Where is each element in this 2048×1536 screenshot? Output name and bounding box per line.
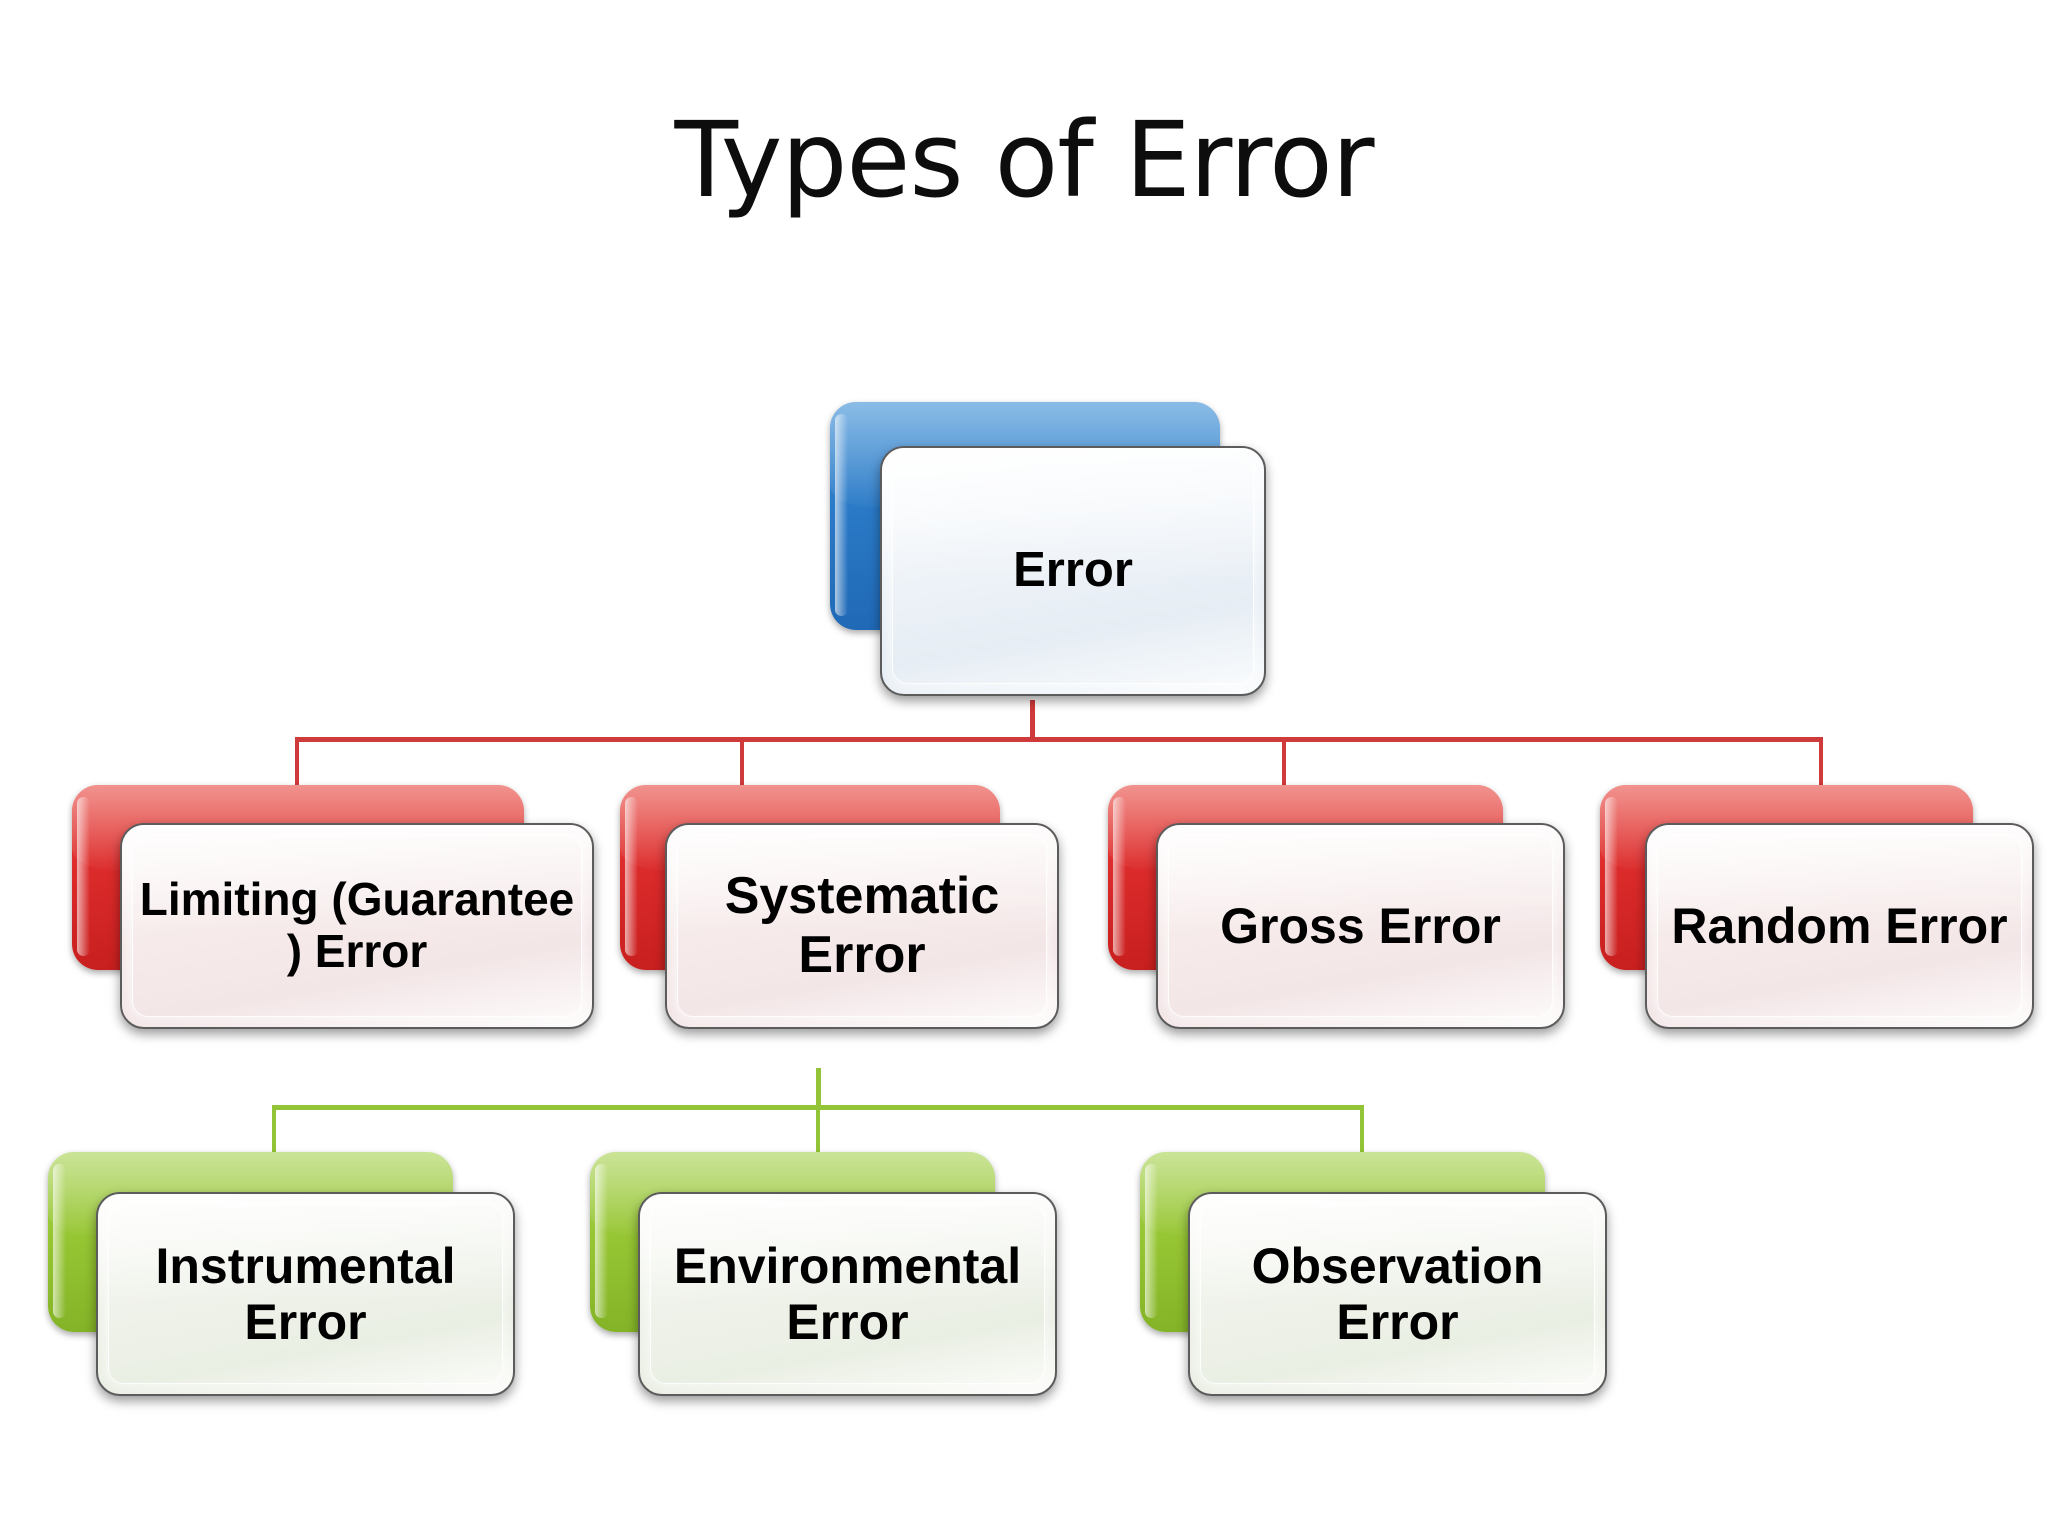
node-random-error[interactable]: Random Error — [1600, 785, 2040, 1035]
page-title: Types of Error — [674, 99, 1375, 221]
connector-drop-random — [1819, 737, 1823, 789]
connector-level2-bus — [295, 737, 1823, 742]
node-gross-error[interactable]: Gross Error — [1108, 785, 1568, 1035]
node-observation-error-card[interactable]: Observation Error — [1188, 1192, 1607, 1396]
node-observation-error[interactable]: Observation Error — [1140, 1152, 1620, 1402]
node-gross-error-card[interactable]: Gross Error — [1156, 823, 1565, 1029]
connector-drop-limiting — [295, 737, 299, 789]
node-limiting-error-label: Limiting (Guarantee ) Error — [139, 873, 575, 977]
connector-drop-systematic — [740, 737, 744, 789]
node-error[interactable]: Error — [830, 402, 1280, 702]
connector-drop-gross — [1282, 737, 1286, 789]
connector-root-stem — [1030, 700, 1035, 740]
node-random-error-card[interactable]: Random Error — [1645, 823, 2034, 1029]
node-limiting-error-card[interactable]: Limiting (Guarantee ) Error — [120, 823, 594, 1029]
connector-drop-environmental — [816, 1105, 820, 1158]
node-environmental-error-card[interactable]: Environmental Error — [638, 1192, 1057, 1396]
node-systematic-error-label: Systematic Error — [724, 867, 1000, 984]
node-instrumental-error-card[interactable]: Instrumental Error — [96, 1192, 515, 1396]
connector-systematic-stem — [816, 1068, 821, 1108]
connector-drop-instrumental — [272, 1105, 276, 1158]
node-gross-error-label: Gross Error — [1220, 897, 1501, 954]
node-instrumental-error-label: Instrumental Error — [155, 1237, 456, 1351]
node-limiting-error[interactable]: Limiting (Guarantee ) Error — [72, 785, 594, 1035]
node-systematic-error[interactable]: Systematic Error — [620, 785, 1060, 1035]
node-environmental-error[interactable]: Environmental Error — [590, 1152, 1070, 1402]
connector-drop-observation — [1360, 1105, 1364, 1158]
node-systematic-error-card[interactable]: Systematic Error — [665, 823, 1059, 1029]
node-observation-error-label: Observation Error — [1251, 1237, 1544, 1351]
node-random-error-label: Random Error — [1671, 897, 2008, 954]
node-environmental-error-label: Environmental Error — [673, 1237, 1022, 1351]
node-error-card[interactable]: Error — [880, 446, 1266, 696]
node-error-label: Error — [1013, 543, 1133, 598]
node-instrumental-error[interactable]: Instrumental Error — [48, 1152, 528, 1402]
